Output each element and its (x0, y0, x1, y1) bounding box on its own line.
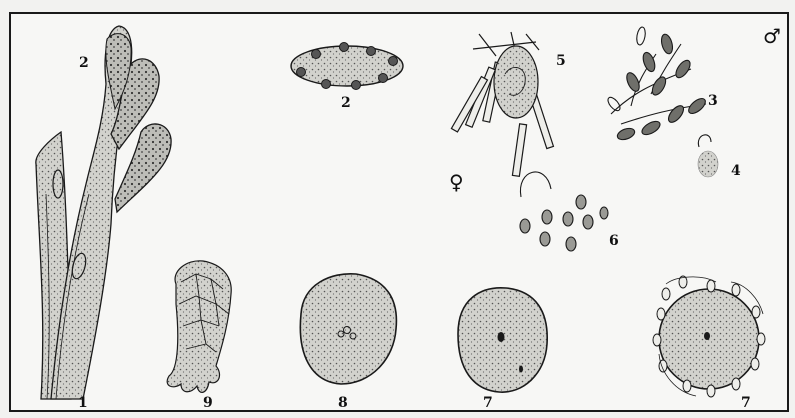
antheridium-drawing (698, 135, 718, 177)
eggs-scatter-drawing (520, 172, 608, 251)
label-eggs-scatter: 6 (609, 234, 619, 248)
antheridia-cluster-drawing (606, 26, 708, 141)
plate-frame: 2 2 3 4 5 6 7 7 8 9 1 ♂ ♀ (9, 12, 789, 412)
label-egg-a: 7 (483, 396, 493, 410)
male-symbol-icon: ♂ (763, 26, 781, 46)
egg-drawing-a (458, 288, 547, 392)
label-thallus: 1 (78, 396, 88, 410)
label-sporeling: 9 (203, 396, 213, 410)
label-antheridia-cluster: 3 (708, 94, 718, 108)
label-thallus-branch: 2 (79, 56, 89, 70)
sporeling-drawing (167, 261, 231, 393)
illustration-canvas (11, 14, 789, 412)
label-filaments: 5 (556, 54, 566, 68)
zygote-drawing (300, 274, 396, 384)
label-oogonium: 2 (341, 96, 351, 110)
filament-oogonium-drawing (451, 32, 553, 176)
label-antheridium: 4 (731, 164, 741, 178)
thallus-drawing (36, 26, 171, 399)
egg-drawing-b (653, 276, 765, 397)
label-zygote: 8 (338, 396, 348, 410)
oogonium-drawing (291, 43, 403, 90)
label-egg-b: 7 (741, 396, 751, 410)
female-symbol-icon: ♀ (449, 172, 464, 192)
